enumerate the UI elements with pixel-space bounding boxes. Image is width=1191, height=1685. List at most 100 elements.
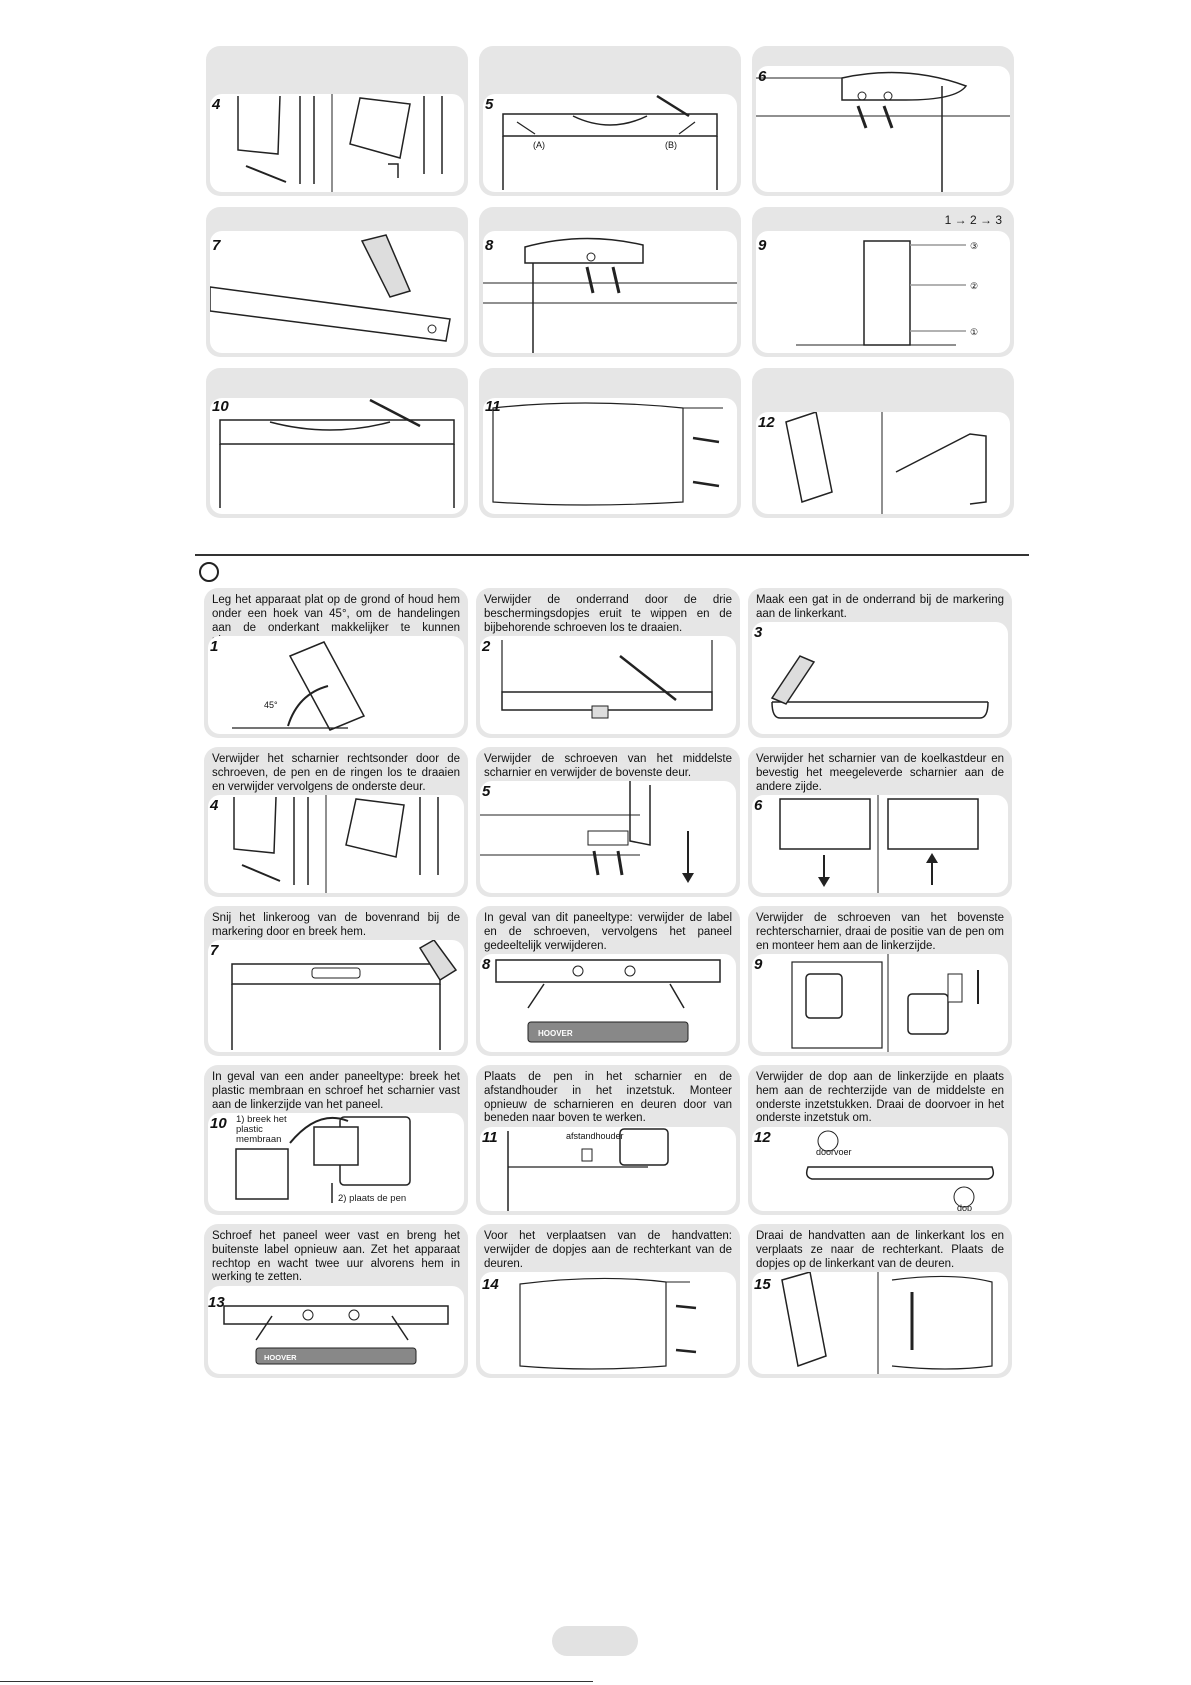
membrane-hinge-illustration	[235, 1116, 411, 1203]
step-panel-14: Voor het verplaatsen van de handvatten: …	[476, 1224, 740, 1378]
step-panel-11: Plaats de pen in het scharnier en de afs…	[476, 1065, 740, 1215]
step-panel-2: Verwijder de onderrand door de drie besc…	[476, 588, 740, 738]
section-divider	[195, 554, 1029, 556]
step-description: Verwijder de schroeven van het bovenste …	[756, 912, 1004, 952]
step-panel-12: Verwijder de dop aan de linkerzijde en p…	[748, 1065, 1012, 1215]
step-panel-4: Verwijder het scharnier rechtsonder door…	[204, 747, 468, 897]
order-sequence: 1 → 2 → 3	[944, 213, 1002, 227]
step-description: Verwijder het scharnier rechtsonder door…	[212, 753, 460, 793]
step-number: 15	[754, 1276, 771, 1293]
step-description: In geval van een ander paneeltype: breek…	[212, 1071, 460, 1111]
bottom-rule	[0, 1681, 593, 1682]
step-description: Draai de handvatten aan de linkerkant lo…	[756, 1230, 1004, 1270]
step-number: 3	[754, 624, 763, 641]
step-number: 11	[485, 398, 501, 415]
top-panel-7: 7	[206, 207, 468, 357]
step-number: 4	[212, 96, 221, 113]
step-description: Verwijder het scharnier van de koelkastd…	[756, 753, 1004, 793]
top-panel-6: 6	[752, 46, 1014, 196]
step-panel-7: Snij het linkeroog van de bovenrand bij …	[204, 906, 468, 1056]
top-panel-11: 11	[479, 368, 741, 518]
bottom-edge-illustration: (A) (B)	[502, 94, 718, 190]
top-edge-cut-illustration	[231, 940, 458, 1050]
top-panel-5: (A) (B) 5	[479, 46, 741, 196]
step-number: 4	[210, 797, 219, 814]
fridge-door-hinge-illustration	[779, 795, 979, 893]
step-number: 12	[758, 414, 775, 431]
circled-2: ②	[970, 281, 978, 291]
step-number: 10	[210, 1115, 227, 1132]
step-description: Plaats de pen in het scharnier en de afs…	[484, 1071, 732, 1125]
feedthrough-label: doorvoer	[816, 1147, 852, 1157]
step-panel-9: Verwijder de schroeven van het bovenste …	[748, 906, 1012, 1056]
brand-label: HOOVER	[264, 1353, 297, 1362]
step-number: 12	[754, 1129, 771, 1146]
label-b: (B)	[665, 140, 677, 150]
step-panel-6: Verwijder het scharnier van de koelkastd…	[748, 747, 1012, 897]
step-number: 11	[482, 1129, 498, 1146]
step-number: 2	[482, 638, 491, 655]
step-number: 1	[210, 638, 219, 655]
pin-note: 2) plaats de pen	[338, 1193, 407, 1204]
step-panel-5: Verwijder de schroeven van het middelste…	[476, 747, 740, 897]
step-description: Voor het verplaatsen van de handvatten: …	[484, 1230, 732, 1270]
label-a: (A)	[533, 140, 545, 150]
step-panel-3: Maak een gat in de onderrand bij de mark…	[748, 588, 1012, 738]
step-number: 7	[210, 942, 219, 959]
step-description: Schroef het paneel weer vast en breng he…	[212, 1230, 460, 1284]
step-number: 8	[485, 237, 494, 254]
brand-label: HOOVER	[538, 1029, 573, 1038]
step-description: Snij het linkeroog van de bovenrand bij …	[212, 912, 460, 938]
step-panel-8: In geval van dit paneeltype: verwijder d…	[476, 906, 740, 1056]
lower-hinge-illustration	[233, 795, 439, 893]
step-number: 10	[212, 398, 229, 415]
step-number: 14	[482, 1276, 499, 1293]
step-number: 7	[212, 237, 221, 254]
door-order-illustration: ③ ② ①	[796, 240, 978, 346]
step-number: 9	[758, 237, 767, 254]
step-description: In geval van dit paneeltype: verwijder d…	[484, 912, 732, 952]
top-panel-12: 12	[752, 368, 1014, 518]
top-panel-10: 10	[206, 368, 468, 518]
step-description: Verwijder de dop aan de linkerzijde en p…	[756, 1071, 1004, 1125]
door-hinges-illustration	[492, 402, 723, 506]
step-description: Maak een gat in de onderrand bij de mark…	[756, 594, 1004, 620]
spacer-label: afstandhouder	[566, 1131, 624, 1141]
cap-swap-illustration: doorvoer dop	[805, 1130, 995, 1211]
tilt-illustration: 45°	[232, 641, 366, 731]
top-panel-4: 4	[206, 46, 468, 196]
step-number: 13	[208, 1294, 225, 1311]
step-description: Verwijder de schroeven van het middelste…	[484, 753, 732, 779]
cap-label: dop	[957, 1203, 972, 1211]
step-number: 5	[482, 783, 491, 800]
bottom-edge-screw-illustration	[219, 398, 455, 508]
step-number: 6	[754, 797, 763, 814]
bottom-edge-removal-illustration	[501, 640, 713, 719]
angle-label: 45°	[264, 700, 278, 710]
page-number-badge	[552, 1626, 638, 1656]
circled-3: ③	[970, 241, 978, 251]
membrane-note: 1) breek het plastic membraan	[236, 1114, 287, 1145]
step-description: Verwijder de onderrand door de drie besc…	[484, 594, 732, 634]
panel-refit-illustration: HOOVER	[223, 1305, 449, 1365]
step-panel-13: Schroef het paneel weer vast en breng he…	[204, 1224, 468, 1378]
control-panel-illustration: HOOVER	[495, 959, 721, 1043]
handle-move-illustration	[781, 1272, 993, 1374]
hinge-mount-illustration	[483, 237, 737, 353]
handle-cap-illustration	[519, 1277, 697, 1370]
door-flip-illustration	[785, 412, 987, 514]
step-number: 6	[758, 68, 767, 85]
top-panel-8: 8	[479, 207, 741, 357]
drill-illustration	[770, 655, 989, 719]
step-panel-10: In geval van een ander paneeltype: breek…	[204, 1065, 468, 1215]
step-number: 8	[482, 956, 491, 973]
middle-hinge-removal-illustration	[480, 781, 694, 883]
language-marker-circle	[199, 562, 219, 582]
step-number: 9	[754, 956, 763, 973]
step-panel-15: Draai de handvatten aan de linkerkant lo…	[748, 1224, 1012, 1378]
top-panel-9: ③ ② ① 9 1 → 2 → 3	[752, 207, 1014, 357]
cutter-illustration	[210, 234, 451, 342]
step-panel-1: Leg het apparaat plat op de grond of hou…	[204, 588, 468, 738]
middle-hinge-illustration	[756, 71, 1010, 192]
circled-1: ①	[970, 327, 978, 337]
